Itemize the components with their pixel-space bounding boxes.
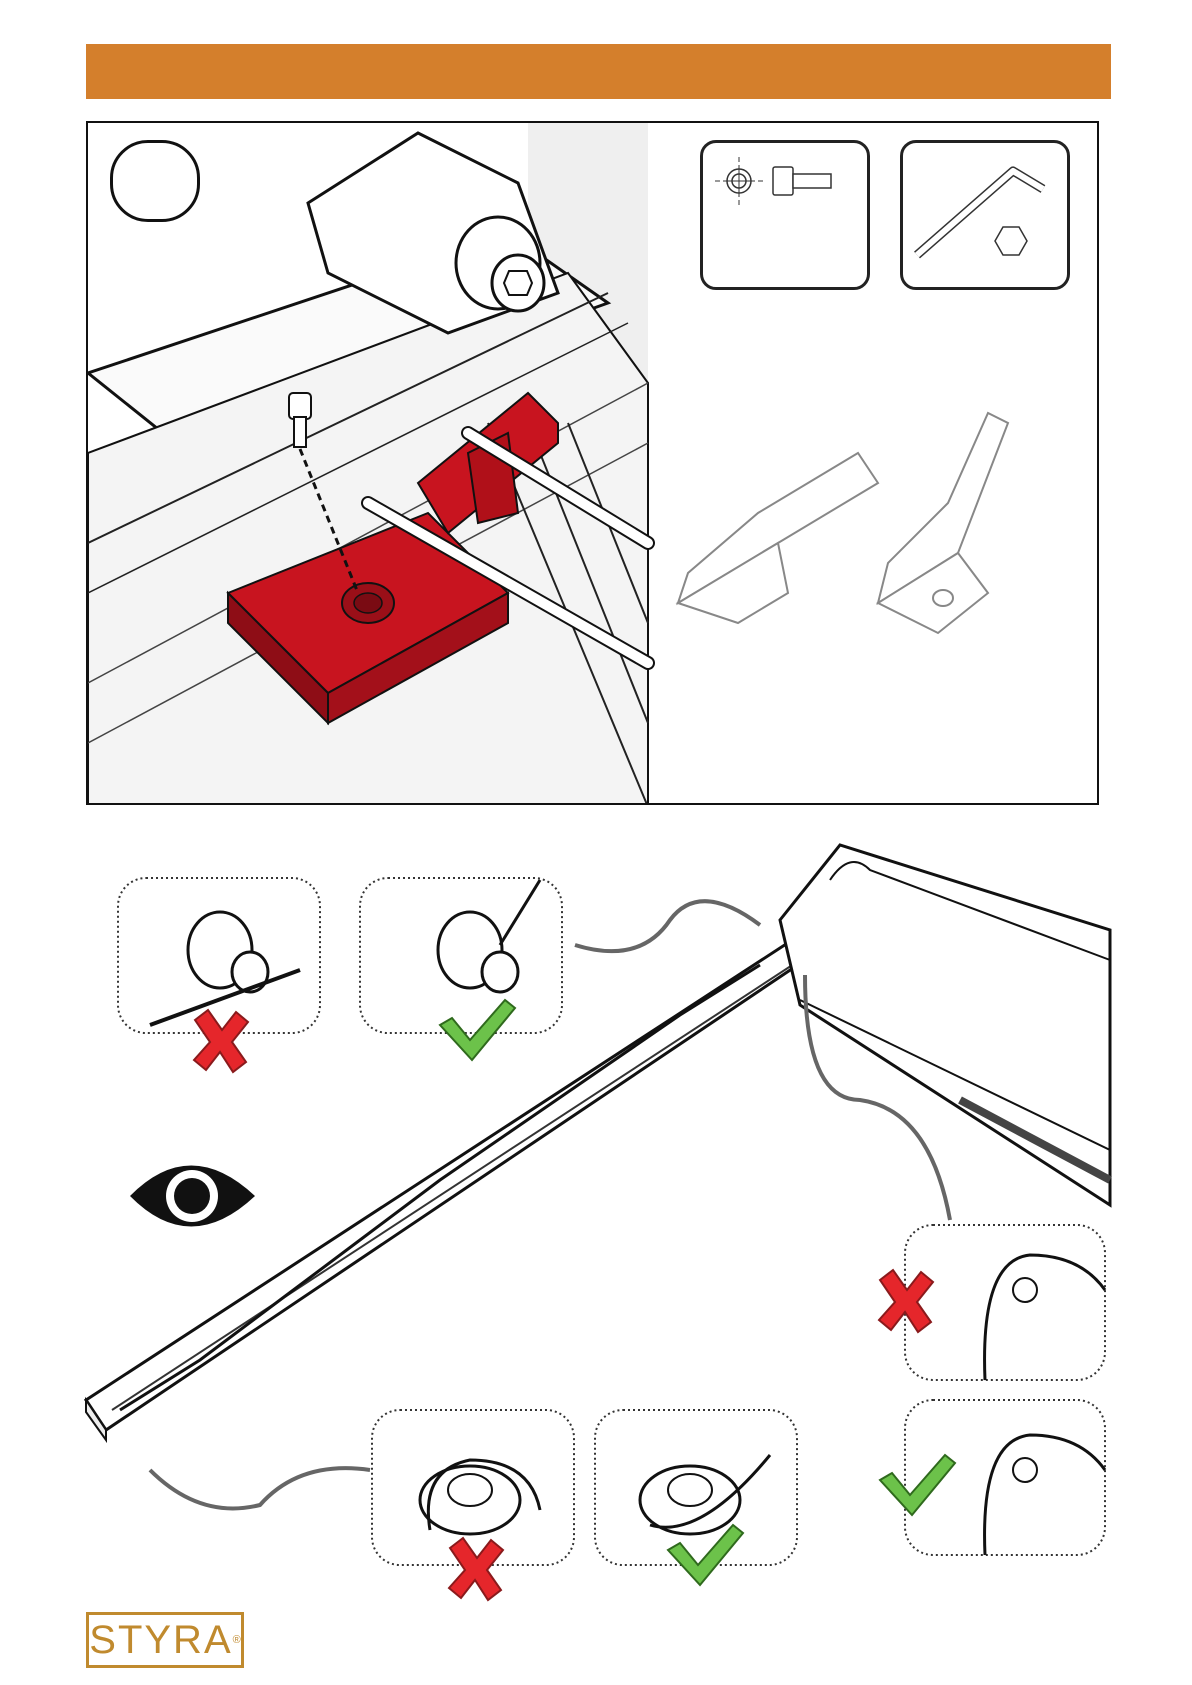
header-bar <box>86 44 1111 99</box>
step-number-badge <box>110 140 200 222</box>
logo-text: STYRA <box>89 1620 232 1660</box>
eye-icon <box>130 1166 255 1227</box>
cross-icon <box>194 1010 933 1600</box>
tool-card-hex-key <box>900 140 1070 290</box>
tool-card-screw <box>700 140 870 290</box>
screw-icon <box>703 143 867 287</box>
hex-key-icon <box>903 143 1067 287</box>
styra-logo: STYRA® <box>86 1612 244 1668</box>
check-icon <box>440 1000 955 1585</box>
logo-registered-mark: ® <box>233 1634 241 1646</box>
